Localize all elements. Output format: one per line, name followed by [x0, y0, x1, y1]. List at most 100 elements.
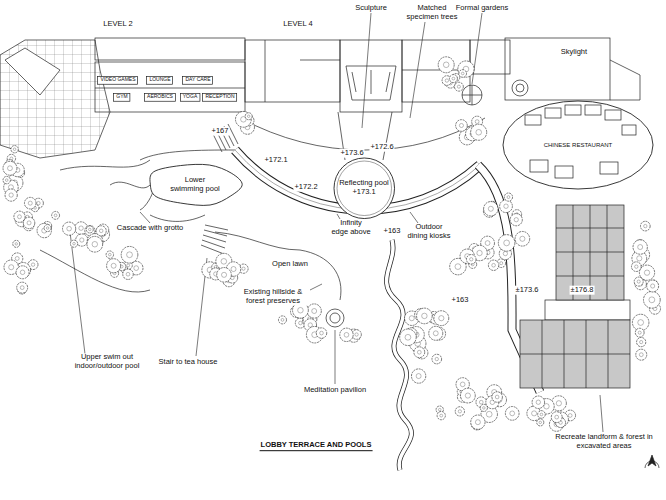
tree-symbol: [443, 62, 449, 68]
tree-symbol: [63, 222, 76, 235]
spot-elevation: ±173.6: [515, 286, 540, 295]
restaurant-wall: [503, 101, 653, 189]
tree-symbol: [217, 268, 232, 283]
tree-symbol: [636, 349, 647, 360]
tree-symbol: [107, 259, 121, 273]
leader-line: [335, 330, 336, 384]
tree-symbol: [16, 266, 29, 279]
spot-elevation: +163: [383, 227, 402, 236]
tree-symbol: [452, 77, 455, 80]
building-plan: [512, 80, 528, 96]
tree-symbol: [637, 256, 642, 261]
tree-symbol: [17, 282, 28, 293]
callout-label: Existing hillside & forest preserves: [236, 288, 310, 305]
spot-elevation: ±176.8: [570, 286, 595, 295]
tree-symbol: [87, 236, 103, 252]
tree-symbol: [492, 392, 502, 402]
tree-symbol: [99, 229, 103, 233]
tree-symbol: [27, 221, 31, 225]
tree-symbol: [3, 161, 17, 175]
tree-symbol: [504, 193, 512, 201]
leader-line: [600, 395, 603, 432]
restaurant-rooms: [545, 108, 561, 118]
room-outline: [114, 93, 130, 101]
room-outline: [98, 76, 138, 84]
restaurant-rooms: [585, 105, 601, 115]
tree-symbol: [123, 269, 134, 280]
tree-symbol: [635, 328, 644, 337]
tree-symbol: [540, 413, 543, 416]
tree-symbol: [340, 328, 353, 341]
callout-label: Meditation pavilion: [303, 386, 367, 395]
pool-edge: [337, 161, 392, 216]
tree-symbol: [551, 412, 562, 423]
tree-symbol: [458, 61, 474, 77]
tree-symbol: [13, 148, 16, 151]
meditation-pavilion: [326, 309, 344, 327]
building-plan: [95, 38, 640, 112]
building-block: [556, 205, 624, 300]
room-outline: [203, 93, 237, 101]
tree-symbol: [455, 264, 461, 270]
room-box: AEROBICS: [144, 93, 176, 102]
tree-symbol: [307, 304, 321, 318]
tree-symbol: [647, 280, 659, 292]
meditation-pavilion: [326, 309, 344, 327]
tree-symbol: [504, 193, 512, 201]
leader-line: [472, 13, 482, 84]
room-box: RECEPTION: [202, 93, 237, 102]
tree-symbol: [405, 334, 411, 340]
tree-symbol: [454, 82, 463, 91]
tree-symbol: [458, 61, 474, 77]
tree-symbol: [477, 250, 482, 255]
tree-symbol: [503, 251, 507, 255]
tree-symbol: [70, 240, 77, 247]
tree-symbol: [556, 401, 561, 406]
tree-symbol: [437, 411, 445, 419]
tree-symbol: [492, 263, 496, 267]
node-label: DAY CARE: [185, 77, 210, 83]
tree-symbol: [440, 414, 443, 417]
tree-symbol: [480, 404, 487, 411]
tree-symbol: [455, 407, 464, 416]
tree-symbol: [510, 214, 522, 226]
tree-symbol: [245, 113, 252, 120]
tree-symbol: [644, 270, 649, 275]
room-outline: [183, 76, 213, 84]
tree-symbol: [109, 253, 112, 256]
building-plan: [346, 66, 396, 100]
tree-symbol: [52, 211, 60, 219]
meditation-pavilion: [330, 313, 340, 323]
tree-symbol: [538, 411, 546, 419]
tree-symbol: [121, 246, 138, 263]
tree-symbol: [537, 419, 544, 426]
tree-symbol: [429, 326, 443, 340]
tree-symbol: [5, 179, 8, 182]
tree-symbol: [438, 57, 454, 73]
room-box: LOUNGE: [146, 76, 173, 85]
tree-symbol: [484, 202, 498, 216]
tree-symbol: [281, 318, 284, 321]
restaurant-rooms: [565, 105, 581, 115]
leader-line: [410, 22, 425, 118]
room-box: GYM: [113, 93, 130, 102]
node-text: +173.1: [339, 188, 389, 197]
node-label: AEROBICS: [147, 94, 173, 100]
tree-symbol: [245, 113, 252, 120]
tree-symbol: [483, 407, 486, 410]
tree-symbol: [20, 270, 25, 275]
tree-symbol: [460, 388, 475, 403]
tree-symbol: [13, 240, 20, 247]
stream: [387, 240, 412, 470]
tree-symbol: [89, 228, 91, 230]
tree-symbol: [498, 235, 515, 252]
tree-symbol: [235, 111, 251, 127]
restaurant-rooms: [600, 162, 618, 174]
tree-symbol: [532, 396, 545, 409]
tree-symbol: [638, 245, 643, 250]
tree-symbol: [320, 331, 324, 335]
tree-symbol: [504, 204, 508, 208]
tree-symbol: [414, 347, 425, 358]
tree-symbol: [417, 308, 433, 324]
